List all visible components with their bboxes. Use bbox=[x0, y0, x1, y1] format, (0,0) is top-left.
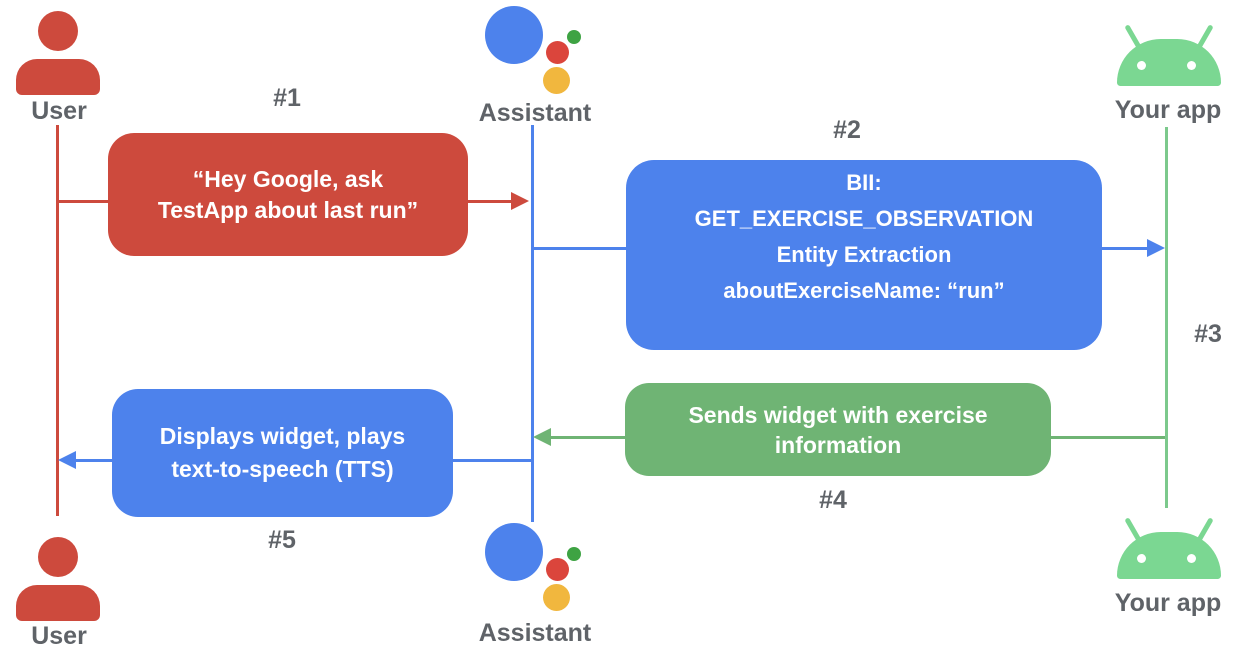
assistant-red-dot-icon bbox=[546, 41, 569, 64]
message2-arrowhead-icon bbox=[1147, 239, 1165, 257]
assistant-icon-bottom bbox=[485, 523, 585, 613]
message1-arrowhead-icon bbox=[511, 192, 529, 210]
your-app-icon bbox=[1117, 21, 1221, 91]
user-icon bbox=[16, 11, 100, 95]
user-lifeline bbox=[56, 125, 59, 516]
assistant-lifeline bbox=[531, 125, 534, 522]
message2-text-line3: Entity Extraction bbox=[776, 242, 952, 267]
user-head-icon bbox=[38, 11, 78, 51]
message4-box: Sends widget with exercise information bbox=[625, 383, 1051, 476]
message4-text-line1: Sends widget with exercise bbox=[688, 401, 988, 428]
android-head-icon bbox=[1117, 39, 1221, 86]
message2-text-line2: GET_EXERCISE_OBSERVATION bbox=[694, 206, 1034, 231]
android-eye-left-icon bbox=[1137, 61, 1146, 70]
assistant-yellow-dot-icon bbox=[543, 584, 570, 611]
user-label-top: User bbox=[31, 97, 87, 125]
android-eye-right-icon bbox=[1187, 554, 1196, 563]
assistant-blue-dot-icon bbox=[485, 6, 543, 64]
user-body-icon bbox=[16, 585, 100, 621]
message2-text-line4: aboutExerciseName: “run” bbox=[723, 278, 1005, 303]
assistant-label-top: Assistant bbox=[478, 99, 592, 127]
android-eye-left-icon bbox=[1137, 554, 1146, 563]
user-head-icon bbox=[38, 537, 78, 577]
message5-arrowhead-icon bbox=[58, 451, 76, 469]
assistant-label-bottom: Assistant bbox=[478, 619, 592, 647]
your-app-label-bottom: Your app bbox=[1114, 589, 1222, 617]
android-head-icon bbox=[1117, 532, 1221, 579]
user-body-icon bbox=[16, 59, 100, 95]
user-label-bottom: User bbox=[31, 622, 87, 650]
message4-text-line2: information bbox=[774, 431, 902, 458]
assistant-green-dot-icon bbox=[567, 30, 581, 44]
assistant-yellow-dot-icon bbox=[543, 67, 570, 94]
user-icon-bottom bbox=[16, 537, 100, 621]
step1-tag: #1 bbox=[273, 84, 301, 112]
assistant-blue-dot-icon bbox=[485, 523, 543, 581]
message1-text-line2: TestApp about last run” bbox=[157, 196, 419, 223]
message2-box: BII: GET_EXERCISE_OBSERVATION Entity Ext… bbox=[626, 160, 1102, 350]
assistant-red-dot-icon bbox=[546, 558, 569, 581]
message4-arrowhead-icon bbox=[533, 428, 551, 446]
message5-box: Displays widget, plays text-to-speech (T… bbox=[112, 389, 453, 517]
message2-text-line1: BII: bbox=[846, 170, 882, 195]
message1-box: “Hey Google, ask TestApp about last run” bbox=[108, 133, 468, 256]
message5-text-line2: text-to-speech (TTS) bbox=[171, 456, 394, 482]
message1-text-line1: “Hey Google, ask bbox=[192, 165, 384, 192]
android-eye-right-icon bbox=[1187, 61, 1196, 70]
step2-tag: #2 bbox=[833, 116, 861, 144]
step5-tag: #5 bbox=[268, 526, 296, 554]
your-app-icon-bottom bbox=[1117, 514, 1221, 584]
your-app-label-top: Your app bbox=[1114, 96, 1222, 124]
assistant-green-dot-icon bbox=[567, 547, 581, 561]
message5-text-line1: Displays widget, plays bbox=[159, 423, 406, 449]
assistant-icon bbox=[485, 6, 585, 96]
app-lifeline bbox=[1165, 127, 1168, 508]
step4-tag: #4 bbox=[819, 486, 847, 514]
step3-tag: #3 bbox=[1194, 320, 1222, 348]
